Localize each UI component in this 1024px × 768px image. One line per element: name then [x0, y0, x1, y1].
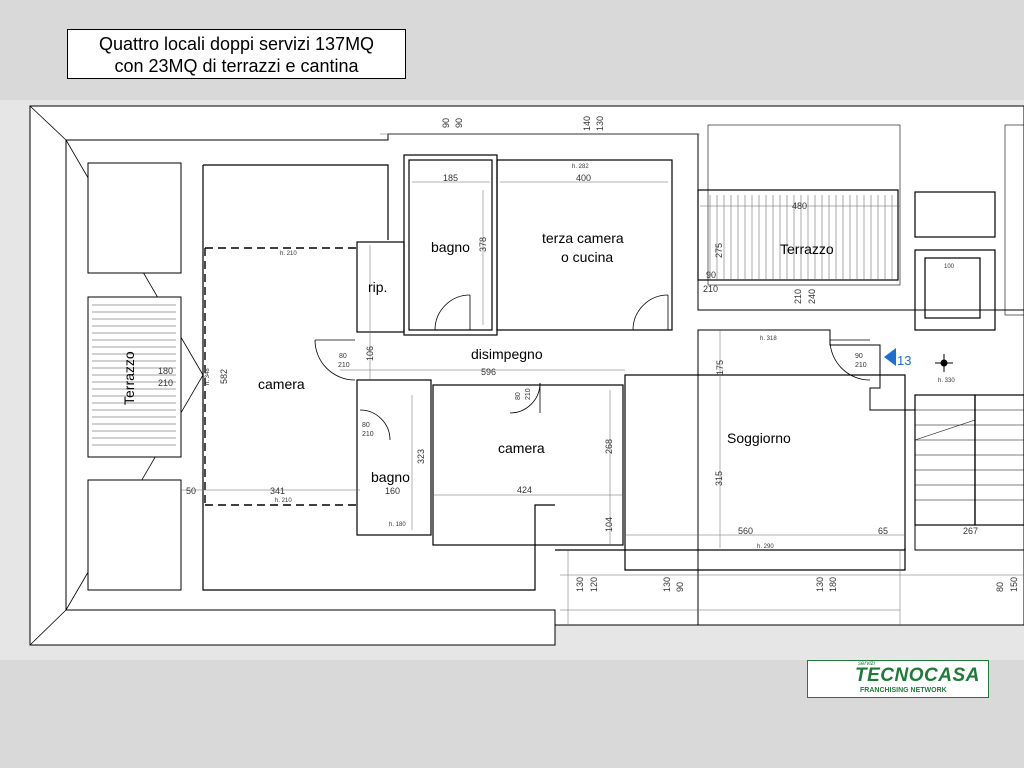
- tecnocasa-logo: servizi TECNOCASA FRANCHISING NETWORK: [807, 660, 989, 698]
- dim-80d: 80: [995, 582, 1005, 592]
- logo-brand-text: TECNOCASA: [855, 665, 980, 686]
- dim-341: 341: [270, 486, 285, 496]
- dim-210e: 210: [855, 362, 867, 369]
- dim-90e: 90: [675, 582, 685, 592]
- dim-582: 582: [219, 369, 229, 384]
- dim-100: 100: [944, 264, 955, 270]
- dim-h318: h. 318: [760, 336, 777, 342]
- dim-120a: 120: [589, 577, 599, 592]
- dim-480: 480: [792, 201, 807, 211]
- dim-160: 160: [385, 486, 400, 496]
- dim-140: 140: [582, 116, 592, 131]
- dim-65: 65: [878, 526, 888, 536]
- dim-596: 596: [481, 367, 496, 377]
- dim-315: 315: [714, 471, 724, 486]
- dim-90c: 90: [706, 270, 716, 280]
- door-swings: [314, 294, 871, 441]
- dim-210d: 210: [158, 378, 173, 388]
- dim-h290: h. 290: [757, 544, 774, 550]
- room-label-disimpegno: disimpegno: [471, 346, 543, 362]
- stair-treads: [914, 409, 1024, 501]
- dim-h180: h. 180: [389, 522, 406, 528]
- room-label-soggiorno: Soggiorno: [727, 430, 791, 446]
- dim-h210b: h. 210: [275, 498, 292, 504]
- dim-175: 175: [715, 360, 725, 375]
- dim-80a: 80: [339, 353, 347, 360]
- room-label-bagno-top: bagno: [431, 239, 470, 255]
- dim-h348: h. 348: [205, 368, 211, 385]
- walls: [202, 124, 1024, 591]
- terrace-left-hatch: [92, 304, 176, 446]
- room-label-terza-camera: terza camera: [542, 230, 624, 246]
- dim-275: 275: [714, 243, 724, 258]
- logo-tagline-text: FRANCHISING NETWORK: [860, 687, 947, 694]
- dim-400: 400: [576, 173, 591, 183]
- dim-80c: 80: [515, 392, 522, 400]
- dashed-lines: [204, 247, 356, 506]
- dim-h330: h. 330: [938, 378, 955, 384]
- dim-210c: 210: [338, 362, 350, 369]
- dim-210a: 210: [703, 284, 718, 294]
- dim-80b: 80: [362, 422, 370, 429]
- dim-150: 150: [1009, 577, 1019, 592]
- room-label-o-cucina: o cucina: [561, 249, 613, 265]
- dim-323: 323: [416, 449, 426, 464]
- dim-h282: h. 282: [572, 164, 589, 170]
- dim-90b: 90: [454, 118, 464, 128]
- dim-50: 50: [186, 486, 196, 496]
- room-label-camera-left: camera: [258, 376, 305, 392]
- room-label-bagno-bottom: bagno: [371, 469, 410, 485]
- dim-h210a: h. 210: [280, 251, 297, 257]
- blue-marker: [884, 348, 896, 366]
- room-label-camera-mid: camera: [498, 440, 545, 456]
- logo-small-text: servizi: [858, 661, 876, 667]
- room-label-rip: rip.: [368, 279, 387, 295]
- listing-title-box: Quattro locali doppi servizi 137MQ con 2…: [67, 29, 406, 79]
- dim-267: 267: [963, 526, 978, 536]
- listing-title-line1: Quattro locali doppi servizi 137MQ: [98, 34, 375, 54]
- dim-104: 104: [604, 517, 614, 532]
- light-wells: [87, 162, 182, 591]
- dim-210b: 210: [793, 289, 803, 304]
- room-label-terrazzo-left: Terrazzo: [121, 351, 137, 405]
- dim-130-top: 130: [595, 116, 605, 131]
- dim-240: 240: [807, 289, 817, 304]
- dim-268: 268: [604, 439, 614, 454]
- dim-130b: 130: [662, 577, 672, 592]
- room-label-terrazzo-top: Terrazzo: [780, 241, 834, 257]
- dim-210g: 210: [525, 388, 532, 400]
- dimension-lines: [180, 133, 1024, 625]
- marker-number: 13: [897, 353, 911, 368]
- listing-title-line2: con 23MQ di terrazzi e cantina: [114, 56, 359, 76]
- dim-130a: 130: [575, 577, 585, 592]
- dim-210f: 210: [362, 431, 374, 438]
- dim-90d: 90: [855, 353, 863, 360]
- dim-560: 560: [738, 526, 753, 536]
- dim-130c: 130: [815, 577, 825, 592]
- terrace-top-hatch: [709, 195, 893, 280]
- dim-378: 378: [478, 237, 488, 252]
- dim-180b: 180: [828, 577, 838, 592]
- crosshair-symbol: [935, 354, 953, 372]
- dim-90a: 90: [441, 118, 451, 128]
- building-outline: [29, 105, 1024, 646]
- dim-424: 424: [517, 485, 532, 495]
- dim-106: 106: [365, 346, 375, 361]
- dim-185: 185: [443, 173, 458, 183]
- dim-180: 180: [158, 366, 173, 376]
